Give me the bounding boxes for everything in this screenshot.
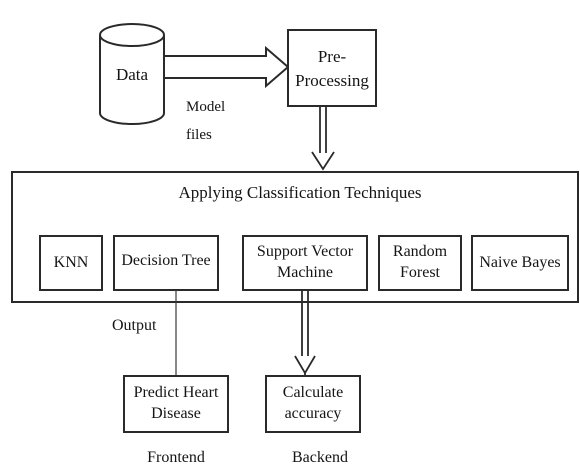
svm-label-line2: Machine — [277, 264, 333, 281]
random-forest-box — [378, 235, 462, 291]
container-title: Applying Classification Techniques — [178, 183, 422, 202]
data-cylinder — [99, 23, 165, 125]
knn-label: KNN — [53, 253, 89, 271]
svm-to-accuracy-arrow — [294, 290, 316, 378]
model-files-label: Model files — [186, 99, 236, 144]
preprocessing-label: Pre- Processing — [288, 32, 376, 106]
data-cylinder-top — [99, 23, 165, 47]
svm-box — [242, 235, 368, 291]
frontend-label: Frontend — [147, 449, 205, 466]
model-files-label-line1: Model — [186, 99, 226, 115]
random-forest-label-line2: Forest — [400, 264, 440, 281]
svm-label: Support Vector Machine — [243, 236, 367, 290]
decision-tree-label: Decision Tree — [121, 251, 211, 269]
calculate-accuracy-box — [265, 375, 361, 433]
predict-heart-disease-label: Predict Heart Disease — [124, 376, 228, 432]
preprocessing-label-line2: Processing — [295, 71, 369, 90]
predict-heart-disease-box — [123, 375, 229, 433]
predict-label-line2: Disease — [151, 405, 201, 422]
accuracy-label-line1: Calculate — [282, 384, 344, 402]
data-label: Data — [115, 65, 149, 85]
preprocessing-to-classifiers-arrow — [311, 107, 335, 171]
naive-bayes-box — [471, 235, 569, 291]
random-forest-label-line1: Random — [392, 243, 448, 261]
backend-label: Backend — [292, 449, 348, 466]
preprocessing-box — [287, 29, 377, 107]
model-files-label-line2: files — [186, 126, 212, 143]
svm-label-line1: Support Vector — [256, 243, 354, 261]
data-cylinder-body — [99, 35, 165, 125]
knn-box — [39, 235, 103, 291]
predict-label-line1: Predict Heart — [133, 384, 219, 402]
naive-bayes-label: Naive Bayes — [479, 253, 561, 271]
calculate-accuracy-label: Calculate accuracy — [266, 376, 360, 432]
preprocessing-label-line1: Pre- — [317, 47, 347, 67]
output-label: Output — [112, 317, 157, 334]
data-to-preprocessing-arrow — [164, 45, 290, 89]
accuracy-label-line2: accuracy — [284, 405, 342, 422]
decision-tree-box — [113, 235, 219, 291]
random-forest-label: Random Forest — [379, 236, 461, 290]
